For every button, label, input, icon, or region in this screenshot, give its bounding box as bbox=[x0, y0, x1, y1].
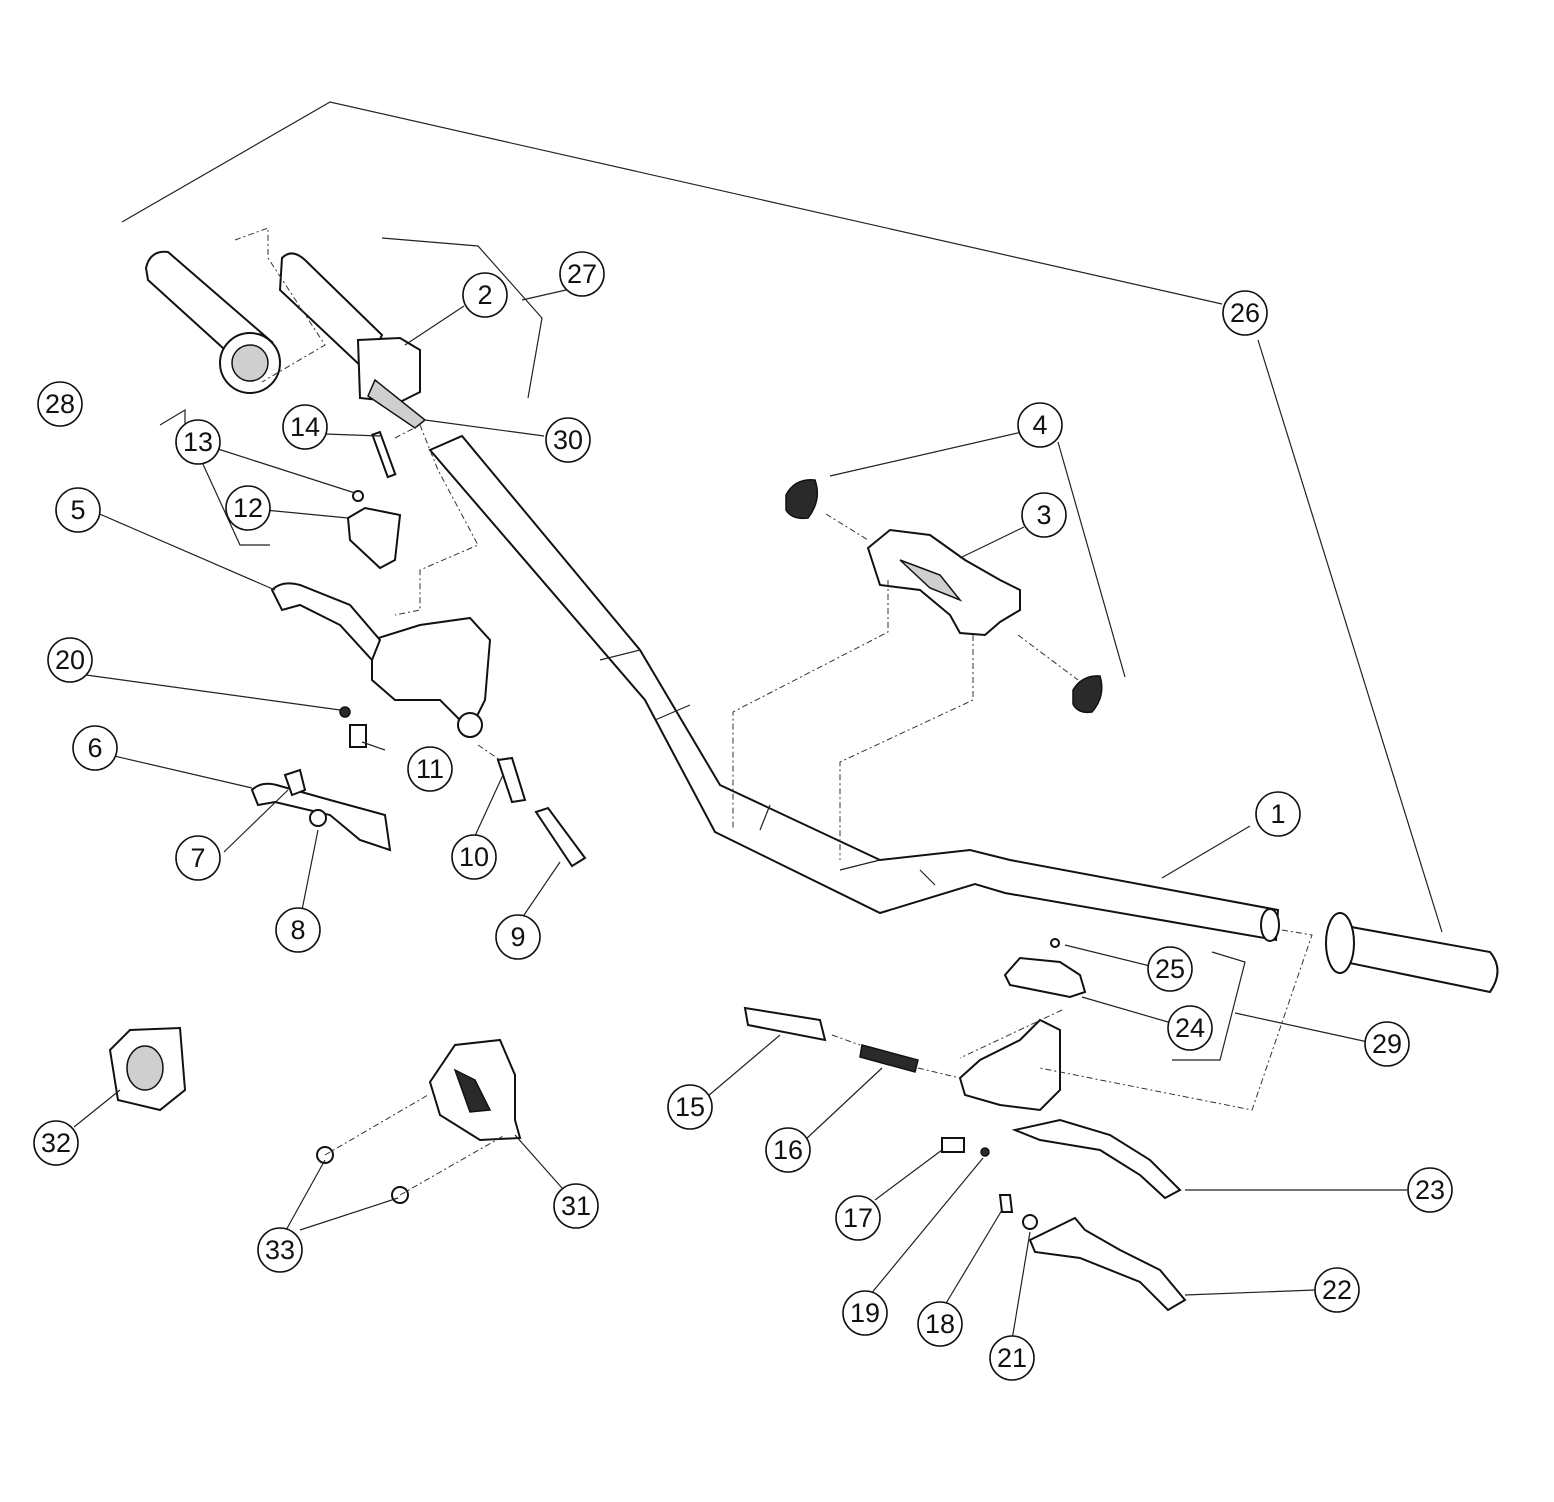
svg-text:4: 4 bbox=[1032, 410, 1047, 440]
svg-text:8: 8 bbox=[290, 915, 305, 945]
right-lever-23 bbox=[1011, 1118, 1182, 1200]
callout-9: 9 bbox=[495, 914, 541, 960]
callout-7: 7 bbox=[175, 835, 221, 881]
svg-text:26: 26 bbox=[1230, 298, 1260, 328]
callout-10: 10 bbox=[451, 834, 497, 880]
callout-21: 21 bbox=[989, 1335, 1035, 1381]
callout-5: 5 bbox=[55, 487, 101, 533]
svg-text:15: 15 bbox=[675, 1092, 705, 1122]
right-grip bbox=[1325, 912, 1499, 994]
callout-13: 13 bbox=[175, 419, 221, 465]
svg-text:30: 30 bbox=[553, 425, 583, 455]
svg-text:33: 33 bbox=[265, 1235, 295, 1265]
left-grip bbox=[144, 250, 281, 394]
small-parts-right bbox=[743, 938, 1060, 1230]
svg-text:12: 12 bbox=[233, 493, 263, 523]
switch-bracket bbox=[108, 1026, 187, 1112]
right-master-cylinder bbox=[958, 1018, 1061, 1112]
callout-12: 12 bbox=[225, 485, 271, 531]
callout-11: 11 bbox=[407, 746, 453, 792]
callout-16: 16 bbox=[765, 1127, 811, 1173]
callout-18: 18 bbox=[917, 1301, 963, 1347]
svg-text:32: 32 bbox=[41, 1128, 71, 1158]
callout-23: 23 bbox=[1407, 1167, 1453, 1213]
svg-text:14: 14 bbox=[290, 412, 320, 442]
svg-text:23: 23 bbox=[1415, 1175, 1445, 1205]
callout-20: 20 bbox=[47, 637, 93, 683]
svg-text:5: 5 bbox=[70, 495, 85, 525]
svg-text:16: 16 bbox=[773, 1135, 803, 1165]
callout-8: 8 bbox=[275, 907, 321, 953]
callout-31: 31 bbox=[553, 1183, 599, 1229]
callout-30: 30 bbox=[545, 417, 591, 463]
callout-29: 29 bbox=[1364, 1021, 1410, 1067]
callout-15: 15 bbox=[667, 1084, 713, 1130]
cable-tie-lower bbox=[1072, 675, 1103, 714]
callout-22: 22 bbox=[1314, 1267, 1360, 1313]
svg-text:1: 1 bbox=[1270, 799, 1285, 829]
svg-text:3: 3 bbox=[1036, 500, 1051, 530]
callout-6: 6 bbox=[72, 725, 118, 771]
callout-32: 32 bbox=[33, 1120, 79, 1166]
svg-text:18: 18 bbox=[925, 1309, 955, 1339]
small-parts-left bbox=[283, 430, 587, 868]
callout-28: 28 bbox=[37, 381, 83, 427]
svg-text:21: 21 bbox=[997, 1343, 1027, 1373]
svg-text:9: 9 bbox=[510, 922, 525, 952]
svg-text:28: 28 bbox=[45, 389, 75, 419]
callout-26: 26 bbox=[1222, 290, 1268, 336]
right-lever-22 bbox=[1028, 1216, 1187, 1312]
svg-text:17: 17 bbox=[843, 1203, 873, 1233]
assembly-dash-lines bbox=[234, 227, 1313, 1196]
svg-text:29: 29 bbox=[1372, 1029, 1402, 1059]
svg-text:22: 22 bbox=[1322, 1275, 1352, 1305]
svg-text:2: 2 bbox=[477, 280, 492, 310]
callout-14: 14 bbox=[282, 404, 328, 450]
svg-text:6: 6 bbox=[87, 733, 102, 763]
callout-33: 33 bbox=[257, 1227, 303, 1273]
callout-27: 27 bbox=[559, 251, 605, 297]
svg-text:19: 19 bbox=[850, 1298, 880, 1328]
throttle-grip bbox=[278, 252, 427, 429]
svg-text:20: 20 bbox=[55, 645, 85, 675]
svg-text:11: 11 bbox=[416, 754, 444, 784]
screws-33 bbox=[316, 1146, 409, 1204]
svg-text:25: 25 bbox=[1155, 954, 1185, 984]
callout-25: 25 bbox=[1147, 946, 1193, 992]
callout-19: 19 bbox=[842, 1290, 888, 1336]
svg-text:7: 7 bbox=[190, 843, 205, 873]
handlebar bbox=[428, 434, 1280, 942]
reservoir-cover-12 bbox=[346, 506, 402, 570]
callout-17: 17 bbox=[835, 1195, 881, 1241]
reservoir-cover-24 bbox=[1003, 956, 1087, 999]
svg-text:13: 13 bbox=[183, 427, 213, 457]
handlebar-clamp bbox=[866, 528, 1021, 637]
callout-1: 1 bbox=[1255, 791, 1301, 837]
switch-assembly bbox=[428, 1038, 522, 1142]
cable-tie-upper bbox=[785, 479, 819, 520]
callout-2: 2 bbox=[462, 272, 508, 318]
svg-text:31: 31 bbox=[561, 1191, 591, 1221]
svg-text:10: 10 bbox=[459, 842, 489, 872]
svg-text:27: 27 bbox=[567, 259, 597, 289]
left-lever-5 bbox=[270, 582, 382, 662]
left-lever-6 bbox=[250, 782, 392, 852]
callout-24: 24 bbox=[1167, 1005, 1213, 1051]
callout-3: 3 bbox=[1021, 492, 1067, 538]
svg-text:24: 24 bbox=[1175, 1013, 1205, 1043]
left-master-cylinder bbox=[371, 616, 492, 738]
callout-4: 4 bbox=[1017, 402, 1063, 448]
